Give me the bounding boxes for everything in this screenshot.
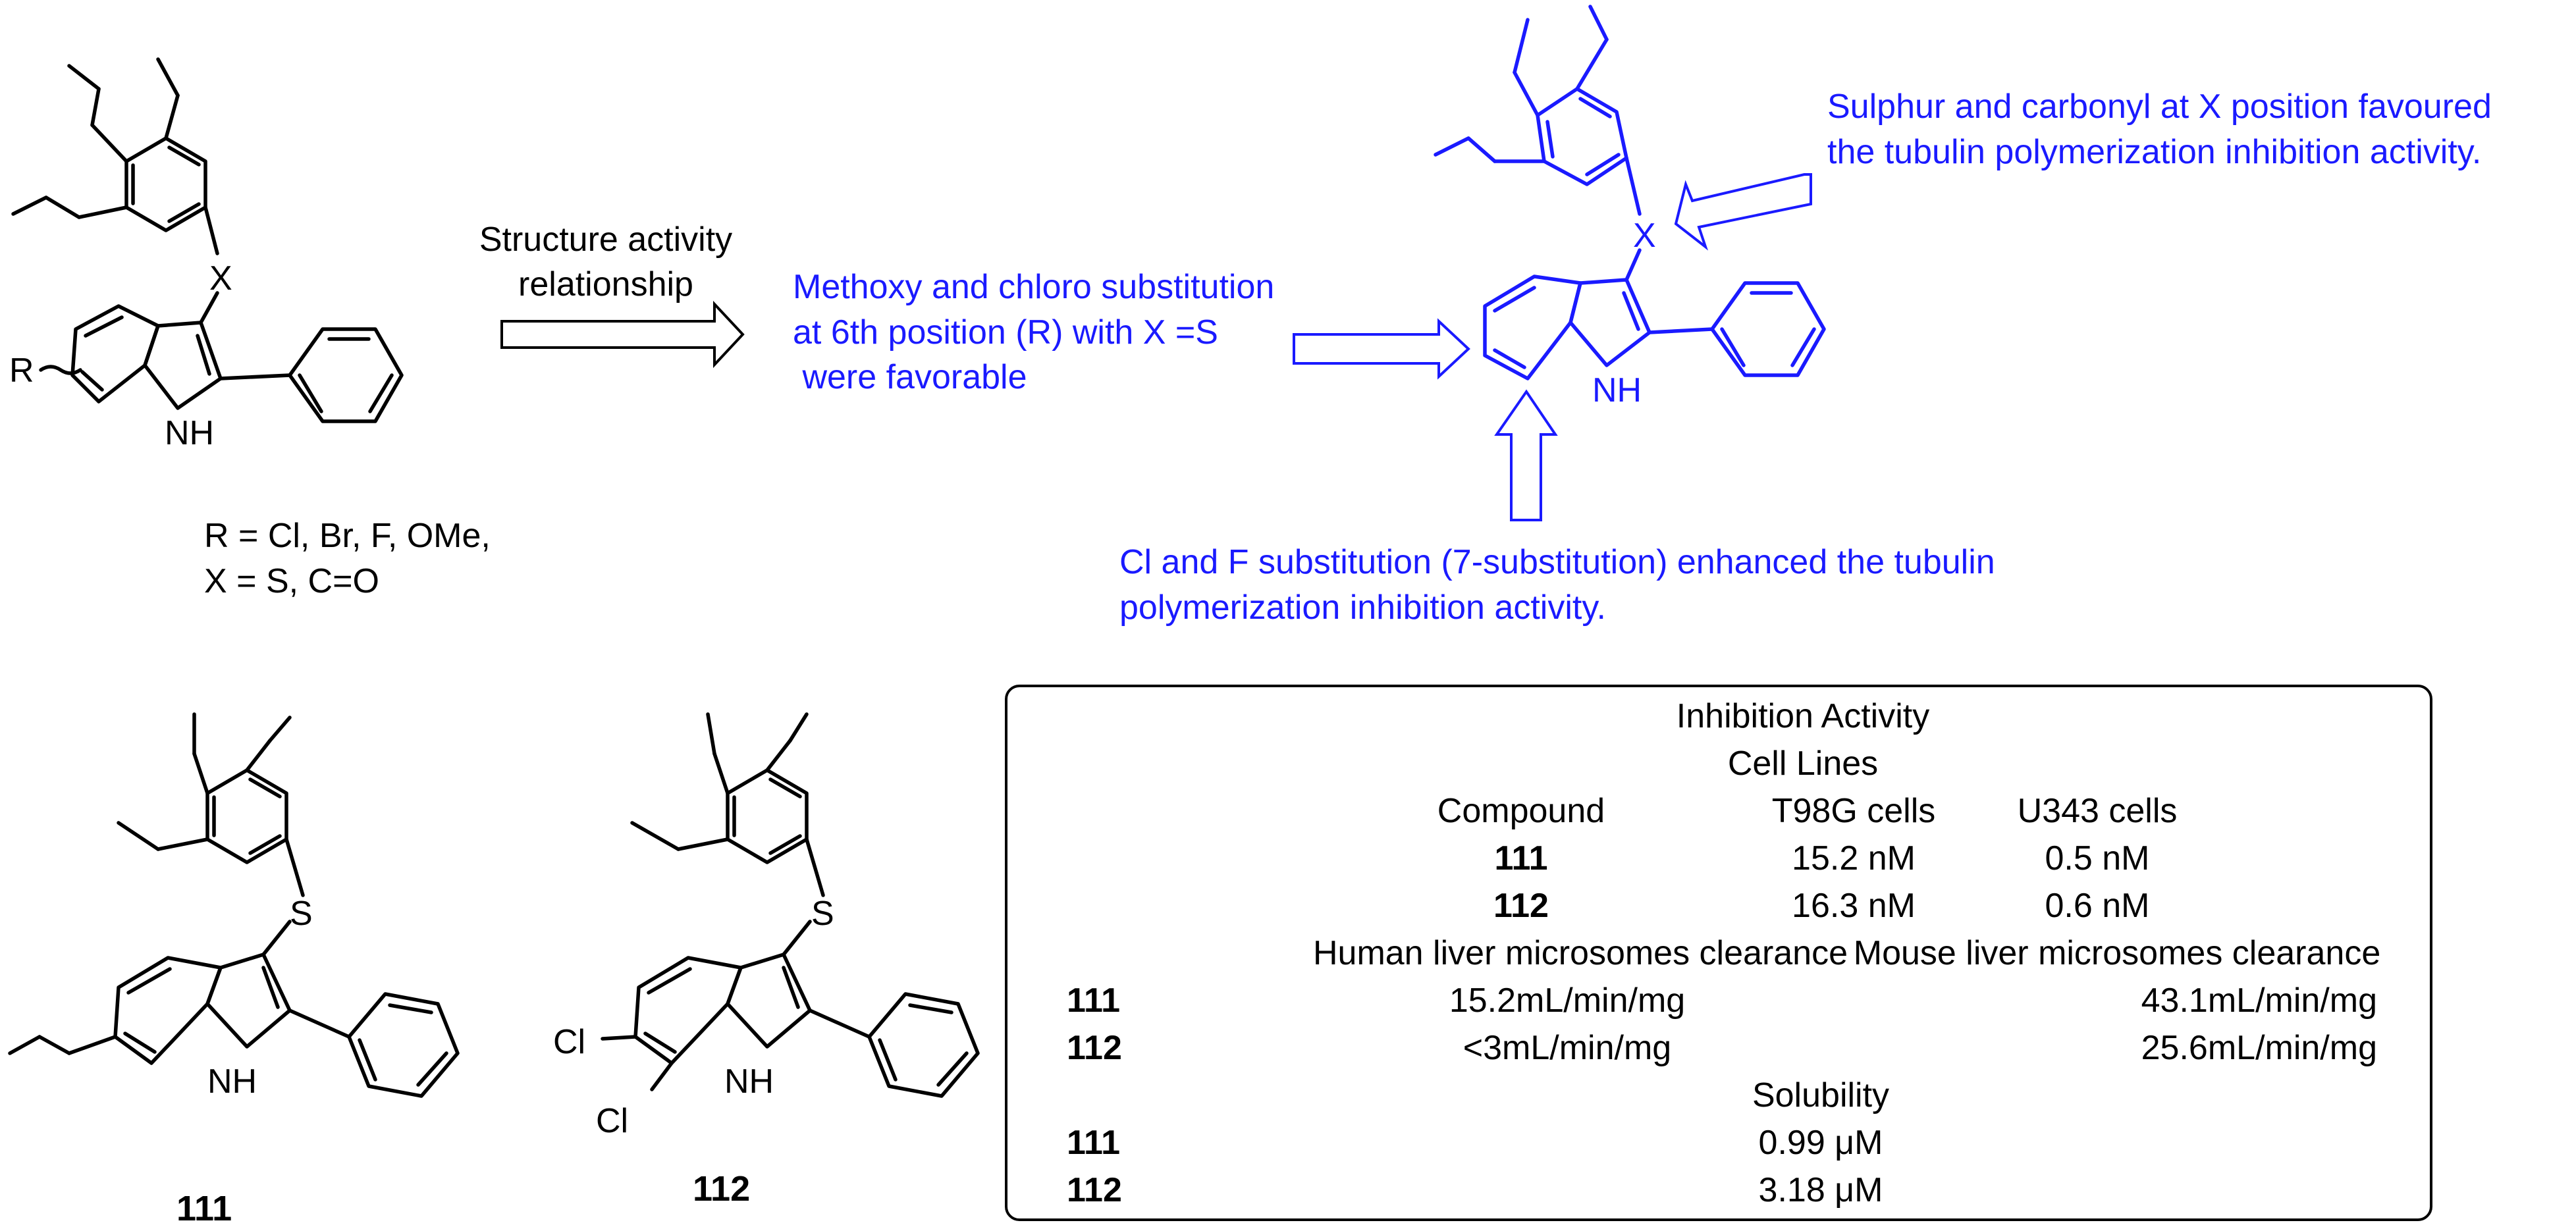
c111-phenyl-ring [347,992,460,1098]
table-title: Inhibition Activity [1676,697,1930,735]
header-human-clearance: Human liver microsomes clearance [1312,934,1848,972]
note-6-line2: at 6th position (R) with X =S [793,313,1218,352]
c112-phenyl-ring [867,992,980,1098]
compound-112-label: 112 [693,1169,751,1209]
solubility-111-compound: 111 [1067,1124,1121,1162]
solubility-112-compound: 112 [1067,1171,1122,1209]
c112-indole-six-ring [633,956,743,1065]
definition-r: R = Cl, Br, F, OMe, [204,517,491,555]
clearance-112-compound: 112 [1067,1029,1122,1067]
clearance-112-human: <3mL/min/mg [1462,1029,1672,1067]
row-112-u343: 0.6 nM [2045,887,2150,925]
c112-trimethoxyphenyl-ring [726,768,809,864]
note-6-line3: were favorable [793,358,1027,397]
c112-indole-five-ring [726,953,812,1049]
note-6-position: Methoxy and chloro substitution at 6th p… [793,265,1274,400]
note-6-line1: Methoxy and chloro substitution [793,268,1275,306]
c111-indole-six-ring [113,956,223,1065]
clearance-111-human: 15.2mL/min/mg [1449,981,1686,1020]
note-x-line1: Sulphur and carbonyl at X position favou… [1827,88,2492,126]
c112-atom-nh: NH [724,1062,774,1101]
atom-nh: NH [165,414,214,452]
highlight-indole-five-ring [1569,278,1651,367]
note-7-line2: polymerization inhibition activity. [1119,588,1606,627]
atom-x: X [209,259,232,298]
compound-111-label: 111 [176,1189,232,1228]
row-111-u343: 0.5 nM [2045,839,2150,877]
arrow-to-6-position [1293,318,1470,380]
header-solubility: Solubility [1752,1076,1890,1114]
solubility-111-value: 0.99 μM [1758,1124,1883,1162]
header-t98g: T98G cells [1771,792,1936,830]
highlight-atom-x: X [1633,217,1656,255]
general-structure: R X NH [9,57,404,452]
row-111-compound: 111 [1494,839,1548,877]
arrow-to-x-position [1674,173,1812,251]
table-subtitle: Cell Lines [1727,745,1879,783]
c111-indole-five-ring [205,953,292,1049]
c111-atom-nh: NH [207,1062,257,1101]
compound-112-structure: S NH Cl Cl [553,712,980,1140]
indole-five-ring [143,321,223,410]
atom-r: R [9,352,34,390]
header-u343: U343 cells [2017,792,2178,830]
highlight-indole-six-ring [1483,275,1582,380]
phenyl-ring [288,327,404,423]
c112-atom-cl-6: Cl [553,1023,585,1061]
row-111-t98g: 15.2 nM [1792,839,1916,877]
note-7-position: Cl and F substitution (7-substitution) e… [1119,540,1995,630]
row-112-t98g: 16.3 nM [1792,887,1916,925]
note-x-position: Sulphur and carbonyl at X position favou… [1827,84,2492,174]
definition-x: X = S, C=O [204,562,379,600]
main-arrow-label-line2: relationship [518,265,693,303]
compound-111-structure: S NH [8,712,460,1101]
clearance-111-compound: 111 [1067,981,1121,1020]
main-reaction-arrow [500,300,745,369]
highlighted-structure: X NH [1434,5,1826,409]
header-mouse-clearance: Mouse liver microsomes clearance [1853,934,2381,972]
row-112-compound: 112 [1493,887,1549,925]
inhibition-activity-table [1005,685,2432,1221]
main-arrow-label-line1: Structure activity [479,221,733,259]
clearance-112-mouse: 25.6mL/min/mg [2141,1029,2377,1067]
highlight-atom-nh: NH [1592,371,1642,409]
c111-atom-s: S [290,895,313,933]
header-compound: Compound [1437,792,1605,830]
c112-atom-s: S [811,895,834,933]
highlight-phenyl-ring [1710,281,1826,377]
indole-six-ring [70,304,160,404]
c112-atom-cl-7: Cl [596,1102,628,1140]
trimethoxyphenyl-ring [124,136,207,232]
note-7-line1: Cl and F substitution (7-substitution) e… [1119,543,1995,581]
arrow-to-7-position [1494,389,1558,521]
c111-trimethoxyphenyl-ring [205,768,288,864]
general-definitions: R = Cl, Br, F, OMe, X = S, C=O [204,513,491,604]
note-x-line2: the tubulin polymerization inhibition ac… [1827,132,2482,171]
solubility-112-value: 3.18 μM [1758,1171,1883,1209]
clearance-111-mouse: 43.1mL/min/mg [2141,981,2377,1020]
